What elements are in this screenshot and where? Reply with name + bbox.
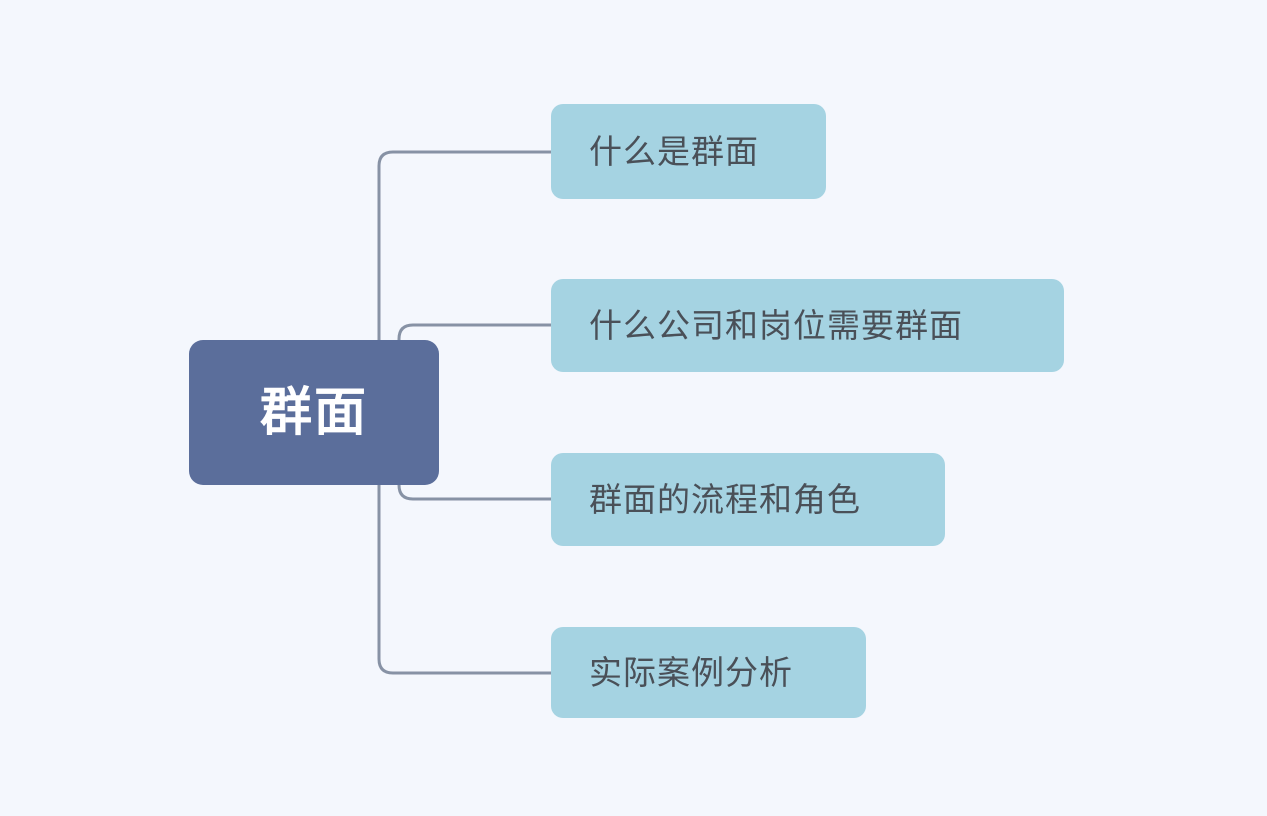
mindmap-child-node-4[interactable]: 实际案例分析 bbox=[551, 627, 866, 718]
child-node-label: 群面的流程和角色 bbox=[589, 481, 861, 518]
child-node-label: 实际案例分析 bbox=[589, 654, 793, 691]
child-node-label: 什么是群面 bbox=[589, 133, 759, 170]
mindmap-child-node-3[interactable]: 群面的流程和角色 bbox=[551, 453, 945, 546]
root-node-label: 群面 bbox=[259, 383, 368, 442]
mindmap-root-node[interactable]: 群面 bbox=[189, 340, 439, 485]
mindmap-child-node-1[interactable]: 什么是群面 bbox=[551, 104, 826, 199]
mindmap-child-node-2[interactable]: 什么公司和岗位需要群面 bbox=[551, 279, 1064, 372]
child-node-label: 什么公司和岗位需要群面 bbox=[589, 307, 963, 344]
